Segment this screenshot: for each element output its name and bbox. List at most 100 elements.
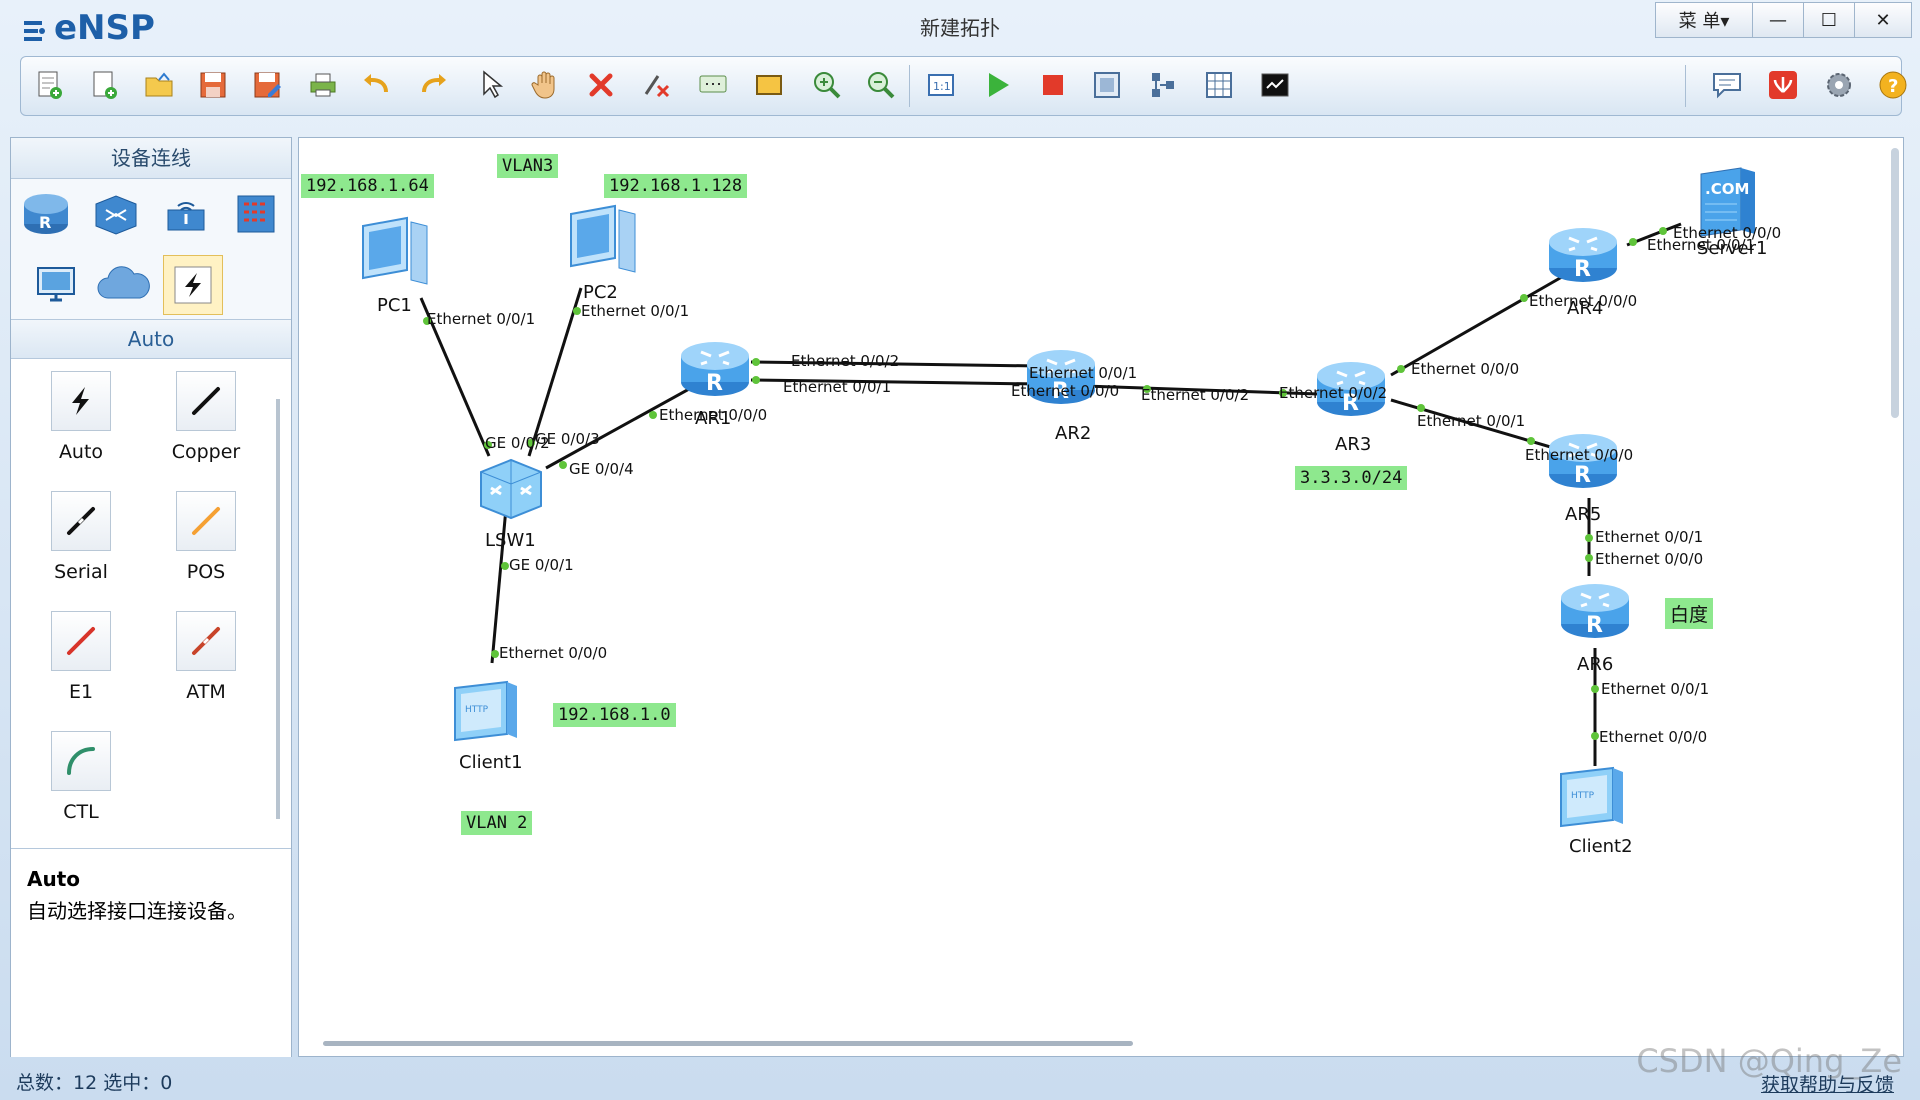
port-label: Ethernet 0/0/0 bbox=[659, 406, 768, 424]
cable-ctl[interactable]: CTL bbox=[31, 731, 131, 823]
device-client1[interactable]: HTTP bbox=[449, 678, 525, 748]
baidu-label[interactable]: 白度 bbox=[1665, 598, 1714, 629]
minimize-button[interactable]: — bbox=[1752, 2, 1804, 38]
link-ar1-ar2-b bbox=[750, 378, 1040, 386]
capture-icon[interactable] bbox=[1087, 65, 1127, 105]
switch-icon[interactable] bbox=[87, 185, 145, 243]
router-icon[interactable]: R bbox=[17, 185, 75, 243]
network-label-pc1[interactable]: 192.168.1.64 bbox=[301, 174, 434, 198]
settings-icon[interactable] bbox=[1819, 65, 1859, 105]
new-topology-icon[interactable] bbox=[29, 65, 69, 105]
device-ar5[interactable]: R bbox=[1545, 428, 1621, 498]
svg-text:HTTP: HTTP bbox=[1571, 791, 1595, 801]
port-label: Ethernet 0/0/0 bbox=[1411, 360, 1520, 378]
cable-serial[interactable]: Serial bbox=[31, 491, 131, 583]
port-label: Ethernet 0/0/1 bbox=[581, 302, 690, 320]
vlan2-label[interactable]: VLAN 2 bbox=[461, 811, 533, 835]
network-label-ar3[interactable]: 3.3.3.0/24 bbox=[1295, 466, 1408, 490]
cable-icon[interactable] bbox=[163, 255, 223, 315]
window-title: 新建拓扑 bbox=[920, 16, 1000, 40]
device-ar4[interactable]: R bbox=[1545, 222, 1621, 292]
panel-scrollbar[interactable] bbox=[276, 399, 280, 819]
router-icon: R bbox=[1561, 584, 1629, 638]
zoom-in-icon[interactable] bbox=[807, 65, 847, 105]
cable-label: ATM bbox=[186, 681, 226, 703]
switch-icon bbox=[480, 458, 542, 520]
start-icon[interactable] bbox=[977, 65, 1017, 105]
canvas-vertical-scrollbar[interactable] bbox=[1891, 148, 1899, 418]
device-server1[interactable]: .COM bbox=[1695, 164, 1761, 244]
topology-links bbox=[419, 222, 1682, 766]
cable-pos[interactable]: POS bbox=[156, 491, 256, 583]
pan-hand-icon[interactable] bbox=[526, 65, 566, 105]
rectangle-icon[interactable] bbox=[749, 65, 789, 105]
undo-icon[interactable] bbox=[357, 65, 397, 105]
close-button[interactable]: ✕ bbox=[1854, 2, 1912, 38]
port-label: Ethernet 0/0/2 bbox=[1141, 386, 1250, 404]
save-as-icon[interactable] bbox=[247, 65, 287, 105]
device-ar1[interactable]: R bbox=[677, 336, 753, 406]
server-icon: .COM bbox=[1700, 167, 1755, 237]
text-note-icon[interactable] bbox=[693, 65, 733, 105]
firewall-icon[interactable] bbox=[227, 185, 285, 243]
device-categories: R bbox=[11, 179, 291, 320]
device-ar3[interactable]: R bbox=[1313, 356, 1389, 426]
huawei-icon[interactable] bbox=[1763, 65, 1803, 105]
device-ar2[interactable]: R bbox=[1023, 344, 1099, 414]
cable-auto[interactable]: Auto bbox=[31, 371, 131, 463]
open-icon[interactable] bbox=[139, 65, 179, 105]
serial-cable-icon bbox=[51, 491, 111, 551]
svg-text:R: R bbox=[1342, 391, 1359, 416]
cable-label: Serial bbox=[54, 561, 108, 583]
save-icon[interactable] bbox=[193, 65, 233, 105]
wireless-icon[interactable] bbox=[157, 185, 215, 243]
zoom-out-icon[interactable] bbox=[861, 65, 901, 105]
status-bar: 总数：12 选中：0 获取帮助与反馈 bbox=[0, 1060, 1920, 1100]
device-pc1[interactable] bbox=[353, 214, 437, 294]
svg-text:1:1: 1:1 bbox=[933, 80, 951, 93]
cable-copper[interactable]: Copper bbox=[156, 371, 256, 463]
select-icon[interactable] bbox=[471, 65, 511, 105]
pc-icon[interactable] bbox=[27, 255, 85, 313]
delete-link-icon[interactable] bbox=[637, 65, 677, 105]
svg-text:R: R bbox=[1574, 257, 1591, 282]
print-icon[interactable] bbox=[303, 65, 343, 105]
device-client2[interactable]: HTTP bbox=[1555, 764, 1631, 834]
maximize-button[interactable]: ☐ bbox=[1803, 2, 1855, 38]
network-label-pc2[interactable]: 192.168.1.128 bbox=[604, 174, 748, 198]
svg-text:R: R bbox=[1574, 463, 1591, 488]
link-ar3-ar4 bbox=[1390, 264, 1582, 377]
router-icon: R bbox=[1317, 362, 1385, 416]
vlan3-label[interactable]: VLAN3 bbox=[497, 154, 559, 178]
help-feedback-link[interactable]: 获取帮助与反馈 bbox=[1760, 1074, 1894, 1096]
chat-icon[interactable] bbox=[1707, 65, 1747, 105]
network-label-client1[interactable]: 192.168.1.0 bbox=[553, 703, 676, 727]
device-label-client1: Client1 bbox=[459, 752, 523, 773]
device-pc2[interactable] bbox=[561, 202, 645, 282]
canvas-horizontal-scrollbar[interactable] bbox=[323, 1041, 1133, 1046]
device-label-pc2: PC2 bbox=[583, 282, 618, 303]
app-logo: eNSP bbox=[20, 8, 155, 48]
redo-icon[interactable] bbox=[413, 65, 453, 105]
status-counts: 总数：12 选中：0 bbox=[16, 1072, 173, 1094]
copper-cable-icon bbox=[176, 371, 236, 431]
link-lsw1-ar1 bbox=[545, 376, 710, 470]
grid-icon[interactable] bbox=[1199, 65, 1239, 105]
new-item-icon[interactable] bbox=[84, 65, 124, 105]
device-lsw1[interactable] bbox=[475, 456, 545, 526]
cloud-icon[interactable] bbox=[95, 255, 153, 313]
fit-icon[interactable]: 1:1 bbox=[921, 65, 961, 105]
terminal-icon[interactable] bbox=[1255, 65, 1295, 105]
topology-canvas[interactable]: 192.168.1.64 VLAN3 192.168.1.128 192.168… bbox=[298, 137, 1904, 1057]
delete-icon[interactable] bbox=[581, 65, 621, 105]
cable-e1[interactable]: E1 bbox=[31, 611, 131, 703]
cable-atm[interactable]: ATM bbox=[156, 611, 256, 703]
svg-text:R: R bbox=[1052, 379, 1069, 404]
device-ar6[interactable]: R bbox=[1557, 578, 1633, 648]
port-label: Ethernet 0/0/1 bbox=[1601, 680, 1710, 698]
menu-button[interactable]: 菜 单▾ bbox=[1655, 2, 1753, 38]
topology-icon[interactable] bbox=[1143, 65, 1183, 105]
stop-icon[interactable] bbox=[1033, 65, 1073, 105]
ensp-logo-icon bbox=[20, 14, 48, 42]
help-icon[interactable]: ? bbox=[1873, 65, 1913, 105]
